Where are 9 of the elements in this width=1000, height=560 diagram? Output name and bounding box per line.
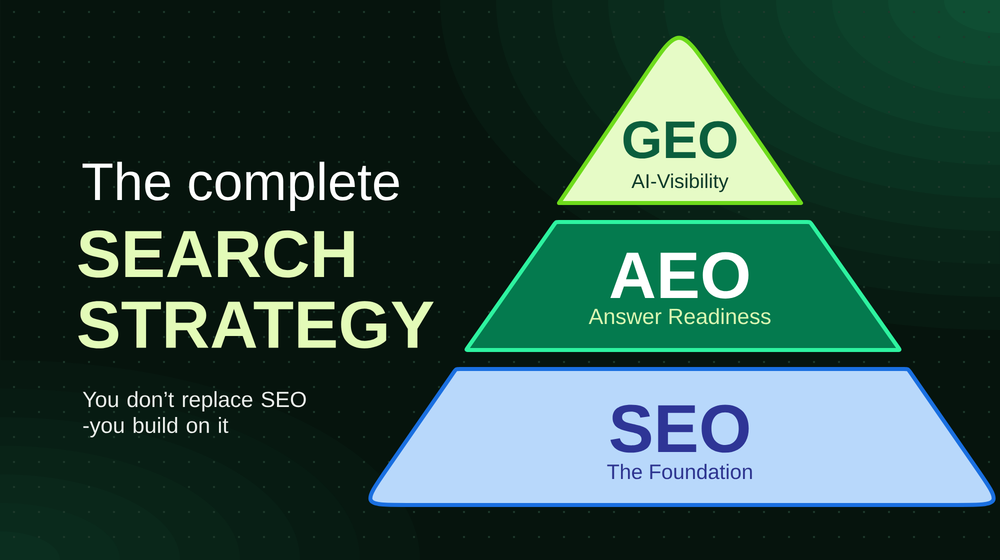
tier-heading: SEO <box>610 404 749 453</box>
tier-caption: The Foundation <box>607 464 752 480</box>
heading: The complete <box>82 162 399 211</box>
tier-heading: GEO <box>624 121 736 159</box>
tier-heading: AEO <box>610 252 748 299</box>
tier-caption: AI-Visibility <box>632 174 728 192</box>
heading: SEARCH STRATEGY <box>78 230 434 348</box>
tagline: You don’t replace SEO -you build on it <box>82 391 306 438</box>
tier-caption: Answer Readiness <box>588 308 770 324</box>
